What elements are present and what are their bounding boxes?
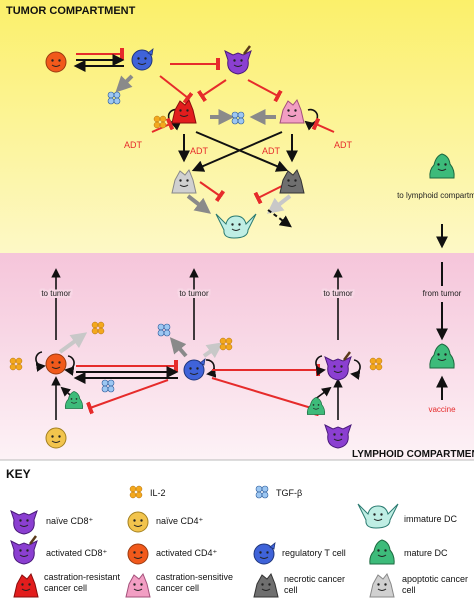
treg-secretes-tgf	[169, 337, 188, 358]
vaccine-label: vaccine	[428, 405, 456, 414]
tumor-treg-cell	[132, 49, 153, 70]
necrotic-inhibit-dc-line	[253, 185, 283, 205]
mature-dc-column: to lymphoid compartment from tumor vacci…	[397, 154, 474, 414]
legend-tgfb-label: TGF-β	[276, 488, 302, 498]
legend-activated-cd8-label: activated CD8⁺	[46, 548, 108, 558]
legend-necrotic-icon	[254, 574, 278, 597]
to-tumor-label-left: to tumor	[41, 289, 71, 298]
tumor-network: ADT ADT ADT ADT	[46, 46, 353, 238]
legend-tgfb-icon	[255, 485, 269, 499]
legend-sensitive-label-box: castration-sensitive cancer cell	[156, 572, 234, 593]
legend-sensitive-icon	[126, 574, 150, 597]
sensitive-to-apoptotic-arrow	[191, 131, 283, 172]
dc-exit-dashed-arrow	[267, 209, 292, 228]
legend-il2-icon	[129, 485, 143, 499]
legend-activated-cd4-label: activated CD4⁺	[156, 548, 218, 558]
legend-treg-label: regulatory T cell	[282, 548, 346, 558]
legend-naive-cd4-icon	[128, 512, 148, 532]
to-tumor-label-right: to tumor	[323, 289, 353, 298]
legend-naive-cd8-icon	[11, 511, 37, 534]
legend-apoptotic-label: apoptotic cancer cell	[402, 574, 469, 595]
legend-resistant-label-box: castration-resistant cancer cell	[44, 572, 121, 593]
legend-apoptotic-label-box: apoptotic cancer cell	[402, 574, 469, 595]
to-tumor-label-center: to tumor	[179, 289, 209, 298]
lymphoid-network: to tumor to tumor to tumor	[9, 268, 383, 448]
tumor-cd8-inhibits-sensitive	[247, 79, 283, 103]
legend-immature-dc-label: immature DC	[404, 514, 458, 524]
legend-title: KEY	[6, 467, 31, 481]
legend: KEY IL-2 TGF-β naïve CD8⁺ naïve CD4⁺ imm…	[6, 467, 469, 608]
lymphoid-compartment-title: LYMPHOID COMPARTMENT	[352, 449, 474, 460]
treg-proliferation-loop	[205, 359, 217, 378]
treg-inhibits-cd8-naive	[211, 377, 322, 417]
legend-naive-cd4-label: naïve CD4⁺	[156, 516, 204, 526]
tumor-activated-cd4-cell	[46, 52, 66, 72]
legend-treg-icon	[254, 543, 275, 564]
necrotic-to-dc-arrow	[266, 194, 292, 214]
legend-mature-dc-icon	[370, 540, 394, 564]
legend-necrotic-label-box: necrotic cancer cell	[284, 574, 346, 595]
legend-activated-cd4-icon	[128, 544, 148, 564]
adt-inhibits-resistant-line	[151, 117, 175, 133]
adt-label-right: ADT	[334, 140, 353, 150]
cd8-il2-loop	[350, 359, 361, 380]
legend-resistant-icon	[14, 574, 38, 597]
adt-inhibits-sensitive-line	[311, 117, 335, 133]
apoptotic-to-dc-arrow	[186, 194, 212, 214]
from-tumor-label: from tumor	[423, 289, 462, 298]
apoptotic-inhibit-dc-line	[199, 181, 226, 203]
adt-label-left: ADT	[124, 140, 143, 150]
tumor-compartment-bg	[0, 0, 474, 253]
cd4-proliferation-loop	[35, 351, 46, 372]
treg-consumes-il2	[202, 342, 224, 359]
tumor-cd8-inhibits-resistant	[197, 79, 227, 103]
tumor-treg-inhibits-resistant	[159, 75, 194, 104]
legend-naive-cd8-label: naïve CD8⁺	[46, 516, 94, 526]
legend-immature-dc-icon	[358, 504, 398, 528]
adt-label-center-left: ADT	[190, 146, 209, 156]
lymphoid-compartment-bg	[0, 253, 474, 460]
legend-sensitive-label: castration-sensitive cancer cell	[156, 572, 234, 593]
to-lymphoid-label: to lymphoid compartment	[397, 191, 474, 200]
legend-apoptotic-icon	[370, 574, 394, 597]
tumor-treg-secretes-tgf	[115, 74, 134, 93]
tumor-compartment-title: TUMOR COMPARTMENT	[6, 5, 136, 17]
legend-il2-label: IL-2	[150, 488, 166, 498]
cd4-il2-autocrine-loop	[64, 355, 75, 376]
cd8-proliferation-loop	[315, 355, 326, 376]
lymph-naive-cd4-cell	[46, 428, 66, 448]
legend-mature-dc-label: mature DC	[404, 548, 448, 558]
legend-activated-cd8-icon	[11, 536, 37, 564]
lymph-treg-cell	[184, 359, 205, 380]
legend-resistant-label: castration-resistant cancer cell	[44, 572, 121, 593]
legend-necrotic-label: necrotic cancer cell	[284, 574, 346, 595]
lymph-activated-cd4-cell	[46, 354, 66, 374]
adt-label-center-right: ADT	[262, 146, 281, 156]
cd4-secretes-il2	[58, 332, 88, 354]
treg-inhibits-dc	[86, 379, 169, 415]
resistant-to-necrotic-arrow	[195, 131, 289, 172]
